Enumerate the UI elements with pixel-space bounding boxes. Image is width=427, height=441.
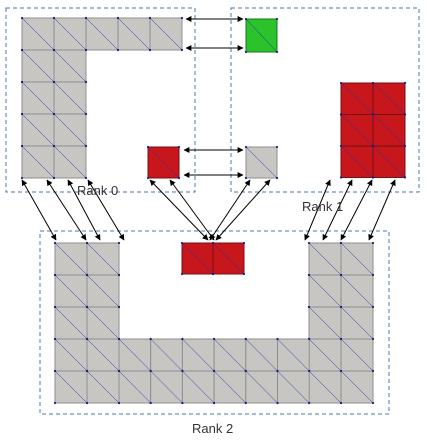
rank2-cell [213, 337, 247, 373]
red-ghost-cell-rank2-a [180, 241, 215, 276]
rank2-cell [85, 337, 121, 373]
rank2-cell [53, 337, 89, 373]
rank2-cell [244, 369, 279, 405]
rank2-cell [53, 305, 89, 341]
grey-ghost-cell-rank1 [244, 145, 279, 180]
rank2-cell [307, 273, 343, 309]
rank2-cell [53, 369, 89, 405]
rank0-cell [20, 48, 56, 84]
exchange-arrow [87, 179, 125, 241]
exchange-arrow [21, 179, 57, 241]
rank0-cell [52, 16, 88, 52]
exchange-arrow [368, 179, 396, 241]
rank2-cell [117, 369, 152, 405]
rank1-mesh [339, 81, 407, 179]
rank1-owned-cell [339, 113, 375, 148]
rank0-cell [52, 112, 88, 148]
rank0-mesh [20, 16, 184, 180]
rank2-cell [213, 369, 247, 405]
rank0-cell [20, 80, 56, 116]
rank0-cell [116, 16, 152, 52]
rank2-cell [85, 273, 121, 309]
exchange-arrow [340, 179, 373, 241]
rank0-cell [52, 48, 88, 84]
rank0-label: Rank 0 [77, 183, 118, 198]
exchange-arrow [169, 179, 215, 241]
rank1-owned-cell [339, 81, 375, 116]
rank2-cell [339, 337, 375, 373]
rank0-cell [20, 16, 56, 52]
rank2-cell [339, 305, 375, 341]
rank0-cell [52, 80, 88, 116]
rank2-cell [149, 369, 184, 405]
exchange-arrows [21, 16, 396, 241]
rank2-cell [53, 241, 89, 277]
rank2-cell [117, 337, 152, 373]
rank0-cell [148, 16, 184, 52]
rank2-cell [339, 241, 375, 277]
rank2-cell [276, 369, 311, 405]
rank1-owned-cell [371, 113, 407, 148]
rank1-owned-cell [371, 81, 407, 116]
rank2-cell [307, 369, 343, 405]
rank2-cell [181, 369, 216, 405]
rank2-cell [244, 337, 279, 373]
rank1-owned-cell [371, 144, 407, 179]
red-ghost-cell-rank0 [146, 145, 181, 180]
rank1-label: Rank 1 [302, 199, 343, 214]
rank2-cell [307, 241, 343, 277]
ghost-cells [146, 17, 279, 276]
rank0-cell [84, 16, 120, 52]
rank2-cell [307, 305, 343, 341]
green-ghost-cell [244, 17, 279, 54]
rank0-cell [20, 112, 56, 148]
rank1-owned-cell [339, 144, 375, 179]
rank2-cell [85, 369, 121, 405]
rank2-cell [181, 337, 216, 373]
rank2-cell [85, 241, 121, 277]
rank2-cell [276, 337, 311, 373]
rank2-cell [339, 369, 375, 405]
rank2-cell [149, 337, 184, 373]
exchange-arrow [149, 179, 209, 241]
rank2-cell [307, 337, 343, 373]
rank2-cell [339, 273, 375, 309]
rank2-mesh [53, 241, 375, 405]
rank2-cell [53, 273, 89, 309]
rank2-label: Rank 2 [192, 421, 233, 436]
rank0-cell [20, 144, 56, 180]
rank0-cell [52, 144, 88, 180]
red-ghost-cell-rank2-b [211, 241, 246, 276]
exchange-arrow [215, 179, 271, 241]
rank0-boundary [5, 7, 196, 193]
rank2-cell [85, 305, 121, 341]
